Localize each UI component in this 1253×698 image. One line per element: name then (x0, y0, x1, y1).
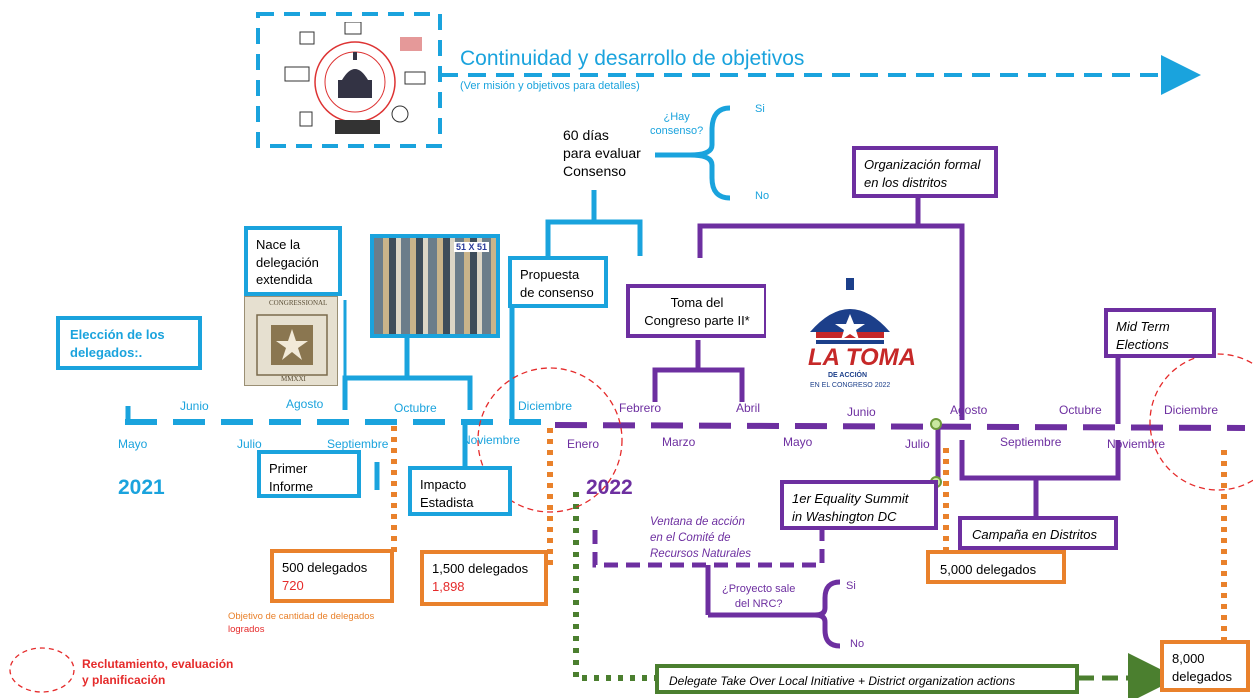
objective-note: Objetivo de cantidad de delegados lograd… (228, 611, 375, 636)
continuity-title: Continuidad y desarrollo de objetivos (460, 47, 805, 70)
consenso-bracket (545, 219, 643, 256)
nrc-si: Si (846, 580, 856, 592)
green-path (573, 492, 655, 681)
delegate-takeover-box: Delegate Take Over Local Initiative + Di… (655, 664, 1079, 694)
delegados-500-box: 500 delegados 720 (270, 549, 394, 603)
month-diciembre-2022: Diciembre (1164, 403, 1219, 417)
capitol-network-image (280, 21, 430, 140)
month-julio-2022: Julio (905, 437, 930, 451)
consenso-no: No (755, 190, 770, 202)
year-2022: 2022 (586, 476, 633, 499)
month-julio-2021: Julio (237, 437, 262, 451)
delegados-5000-box: 5,000 delegados (926, 550, 1066, 584)
month-febrero-2022: Febrero (619, 401, 662, 415)
month-marzo-2022: Marzo (662, 435, 696, 449)
legend-circle (9, 647, 75, 693)
la-toma-logo: LA TOMA DE ACCIÓN EN EL CONGRESO 2022 (766, 252, 934, 402)
photo-collage: 51 X 51 (370, 234, 500, 338)
consenso-si: Si (755, 103, 765, 115)
nrc-no: No (850, 638, 865, 650)
month-mayo-2022: Mayo (783, 435, 813, 449)
month-abril-2022: Abril (736, 401, 761, 415)
month-noviembre-2021: Noviembre (462, 433, 521, 447)
month-agosto-2022: Agosto (950, 403, 988, 417)
julio-dot (930, 418, 942, 430)
month-agosto-2021: Agosto (286, 397, 324, 411)
campana-bracket (959, 440, 1121, 481)
month-octubre-2021: Octubre (394, 401, 437, 415)
month-diciembre-2021: Diciembre (518, 399, 573, 413)
continuity-subtitle: (Ver misión y objetivos para detalles) (460, 80, 640, 92)
month-septiembre-2021: Septiembre (327, 437, 389, 451)
reclutamiento-circle-2 (1149, 353, 1253, 491)
month-noviembre-2022: Noviembre (1107, 437, 1166, 451)
image-frame (256, 12, 442, 148)
organizacion-bracket (697, 223, 965, 420)
year-2021: 2021 (118, 476, 165, 499)
month-enero-2022: Enero (567, 437, 600, 451)
reclutamiento-circle-1 (477, 367, 623, 513)
delegados-1500-box: 1,500 delegados 1,898 (420, 550, 548, 606)
month-junio-2021: Junio (180, 399, 209, 413)
nrc-brace (814, 579, 841, 649)
timeline-2022 (554, 422, 1246, 431)
toma-bracket (652, 367, 745, 402)
month-octubre-2022: Octubre (1059, 403, 1102, 417)
month-junio-2022: Junio (847, 405, 876, 419)
month-mayo-2021: Mayo (118, 437, 148, 451)
campana-box: Campaña en Distritos (958, 516, 1118, 550)
month-septiembre-2022: Septiembre (1000, 435, 1062, 449)
congressional-seal: CONGRESSIONAL MMXXI (244, 296, 338, 386)
